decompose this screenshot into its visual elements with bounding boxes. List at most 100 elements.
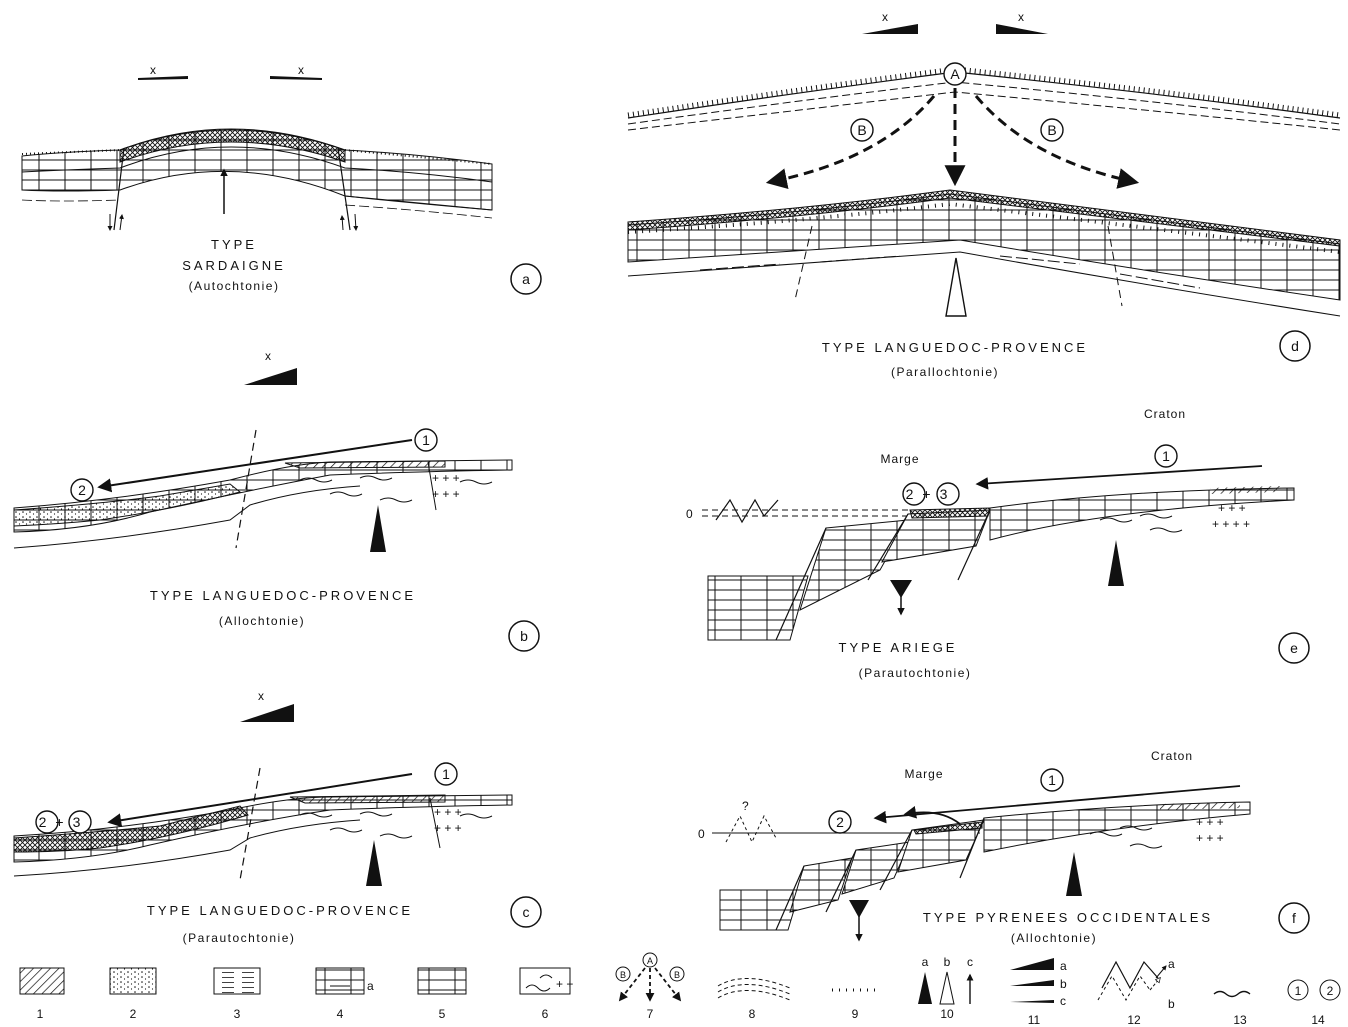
- legend-number: 14: [1311, 1013, 1325, 1027]
- erosion-scale: x: [240, 689, 294, 722]
- question-mark: ?: [742, 799, 749, 813]
- svg-text:+ +: + +: [556, 977, 573, 991]
- subsidence-arrow: [890, 580, 912, 614]
- legend-number: 10: [940, 1007, 954, 1021]
- uplift-arrow: [366, 840, 382, 886]
- panel-c-title: TYPE LANGUEDOC-PROVENCE: [147, 903, 413, 918]
- legend-item-11: a b c 11: [1010, 958, 1067, 1027]
- sea-level: [702, 500, 910, 522]
- legend-number: 2: [130, 1007, 137, 1021]
- marker-2: 2: [78, 482, 86, 498]
- panel-a-subtitle: (Autochtonie): [189, 279, 280, 293]
- legend-item-5: 5: [418, 968, 466, 1021]
- svg-text:+ + +: + + +: [434, 805, 462, 819]
- svg-text:+ + +: + + +: [434, 821, 462, 835]
- legend-item-6: + + 6: [520, 968, 573, 1021]
- panel-e: Craton Marge 0 + + + + + + + 1 2+3: [686, 407, 1309, 680]
- panel-b-subtitle: (Allochtonie): [219, 614, 305, 628]
- marker-b-right: B: [1047, 122, 1056, 138]
- svg-text:+ + +: + + +: [432, 471, 460, 485]
- legend-item-12: a b 12: [1098, 957, 1175, 1027]
- legend: 1 2 3 a 4 5 + + 6 A B: [20, 953, 1340, 1027]
- panel-a-letter: a: [522, 271, 530, 287]
- marker-2-3: 2+3: [36, 811, 91, 833]
- legend-number: 6: [542, 1007, 549, 1021]
- panel-c: x + + + + + + 1 2+3 TYPE LANGUEDOC-PROVE…: [14, 689, 541, 945]
- panel-b-letter: b: [520, 628, 528, 644]
- legend-10-c: c: [967, 955, 973, 969]
- legend-number: 12: [1127, 1013, 1141, 1027]
- legend-item-9: 9: [832, 990, 876, 1021]
- svg-text:+ + +: + + +: [1196, 831, 1224, 845]
- svg-text:+ + + +: + + + +: [1212, 517, 1250, 531]
- marge-label: Marge: [880, 452, 919, 466]
- strata: + + + + + +: [14, 460, 512, 548]
- legend-4-suffix: a: [367, 979, 374, 993]
- legend-number: 9: [852, 1007, 859, 1021]
- legend-item-8: 8: [718, 978, 790, 1021]
- panel-d: x x A B B TYPE LANGUEDOC-PRO: [628, 10, 1340, 379]
- panel-b-title: TYPE LANGUEDOC-PROVENCE: [150, 588, 416, 603]
- legend-10-b: b: [944, 955, 951, 969]
- panel-c-letter: c: [523, 904, 530, 920]
- legend-item-2: 2: [110, 968, 156, 1021]
- panel-a-title-line2: SARDAIGNE: [182, 258, 286, 273]
- erosion-scale-right: x: [996, 10, 1048, 34]
- dome-strata: [628, 190, 1340, 316]
- sea-level-zero: 0: [698, 827, 705, 841]
- panel-f: Craton Marge 0 ? + + + + + + 1: [698, 749, 1309, 945]
- scale-x-label: x: [298, 63, 304, 77]
- legend-11-b: b: [1060, 977, 1067, 991]
- erosion-scale-left: x: [138, 63, 188, 80]
- legend-item-4: a 4: [316, 968, 374, 1021]
- panel-b: x + + + + + + 1 2 TYPE LANGUEDOC-PROVENC…: [14, 349, 539, 651]
- panel-d-subtitle: (Parallochtonie): [891, 365, 999, 379]
- svg-text:+ + +: + + +: [1196, 815, 1224, 829]
- uplift-arrow: [370, 505, 386, 552]
- legend-12-a: a: [1168, 957, 1175, 971]
- panel-a: x x TYPE SARDAIGNE (Autochtonie): [22, 63, 541, 294]
- panel-c-subtitle: (Parautochtonie): [183, 931, 296, 945]
- slide-arrow: [978, 466, 1262, 484]
- craton-label: Craton: [1144, 407, 1186, 421]
- erosion-scale: x: [244, 349, 297, 385]
- panel-f-subtitle: (Allochtonie): [1011, 931, 1097, 945]
- marker-2-3-label: 2+3: [906, 486, 957, 502]
- svg-text:+ + +: + + +: [1218, 501, 1246, 515]
- craton-label: Craton: [1151, 749, 1193, 763]
- legend-11-c: c: [1060, 994, 1066, 1008]
- svg-text:+ + +: + + +: [432, 487, 460, 501]
- marker-1: 1: [422, 432, 430, 448]
- panel-a-title-line1: TYPE: [211, 237, 257, 252]
- legend-7-b-left: B: [620, 970, 626, 980]
- panel-e-subtitle: (Parautochtonie): [859, 666, 972, 680]
- strata: + + + + + +: [14, 795, 512, 876]
- legend-item-14: 1 2 14: [1288, 980, 1340, 1027]
- legend-number: 1: [37, 1007, 44, 1021]
- marge-label: Marge: [904, 767, 943, 781]
- uplift-arrow: [1108, 540, 1124, 586]
- scale-x-label: x: [150, 63, 156, 77]
- legend-7-a: A: [647, 956, 653, 966]
- marker-a: A: [950, 66, 960, 82]
- legend-item-3: 3: [214, 968, 260, 1021]
- legend-14-circle-2: 2: [1327, 984, 1334, 998]
- legend-number: 11: [1028, 1013, 1041, 1027]
- legend-number: 7: [647, 1007, 654, 1021]
- legend-number: 4: [337, 1007, 344, 1021]
- scale-x-label: x: [882, 10, 888, 24]
- legend-number: 13: [1233, 1013, 1247, 1027]
- legend-number: 3: [234, 1007, 241, 1021]
- legend-10-a: a: [922, 955, 929, 969]
- legend-14-circle-1: 1: [1295, 984, 1302, 998]
- uplift-arrow: [1066, 852, 1082, 896]
- dashed-thrust: ?: [726, 799, 776, 842]
- scale-x-label: x: [1018, 10, 1024, 24]
- panel-d-title: TYPE LANGUEDOC-PROVENCE: [822, 340, 1088, 355]
- panel-d-letter: d: [1291, 338, 1299, 354]
- subsidence-arrow: [849, 900, 869, 940]
- legend-item-10: a b c 10: [918, 955, 973, 1021]
- legend-item-1: 1: [20, 968, 64, 1021]
- panel-e-letter: e: [1290, 640, 1298, 656]
